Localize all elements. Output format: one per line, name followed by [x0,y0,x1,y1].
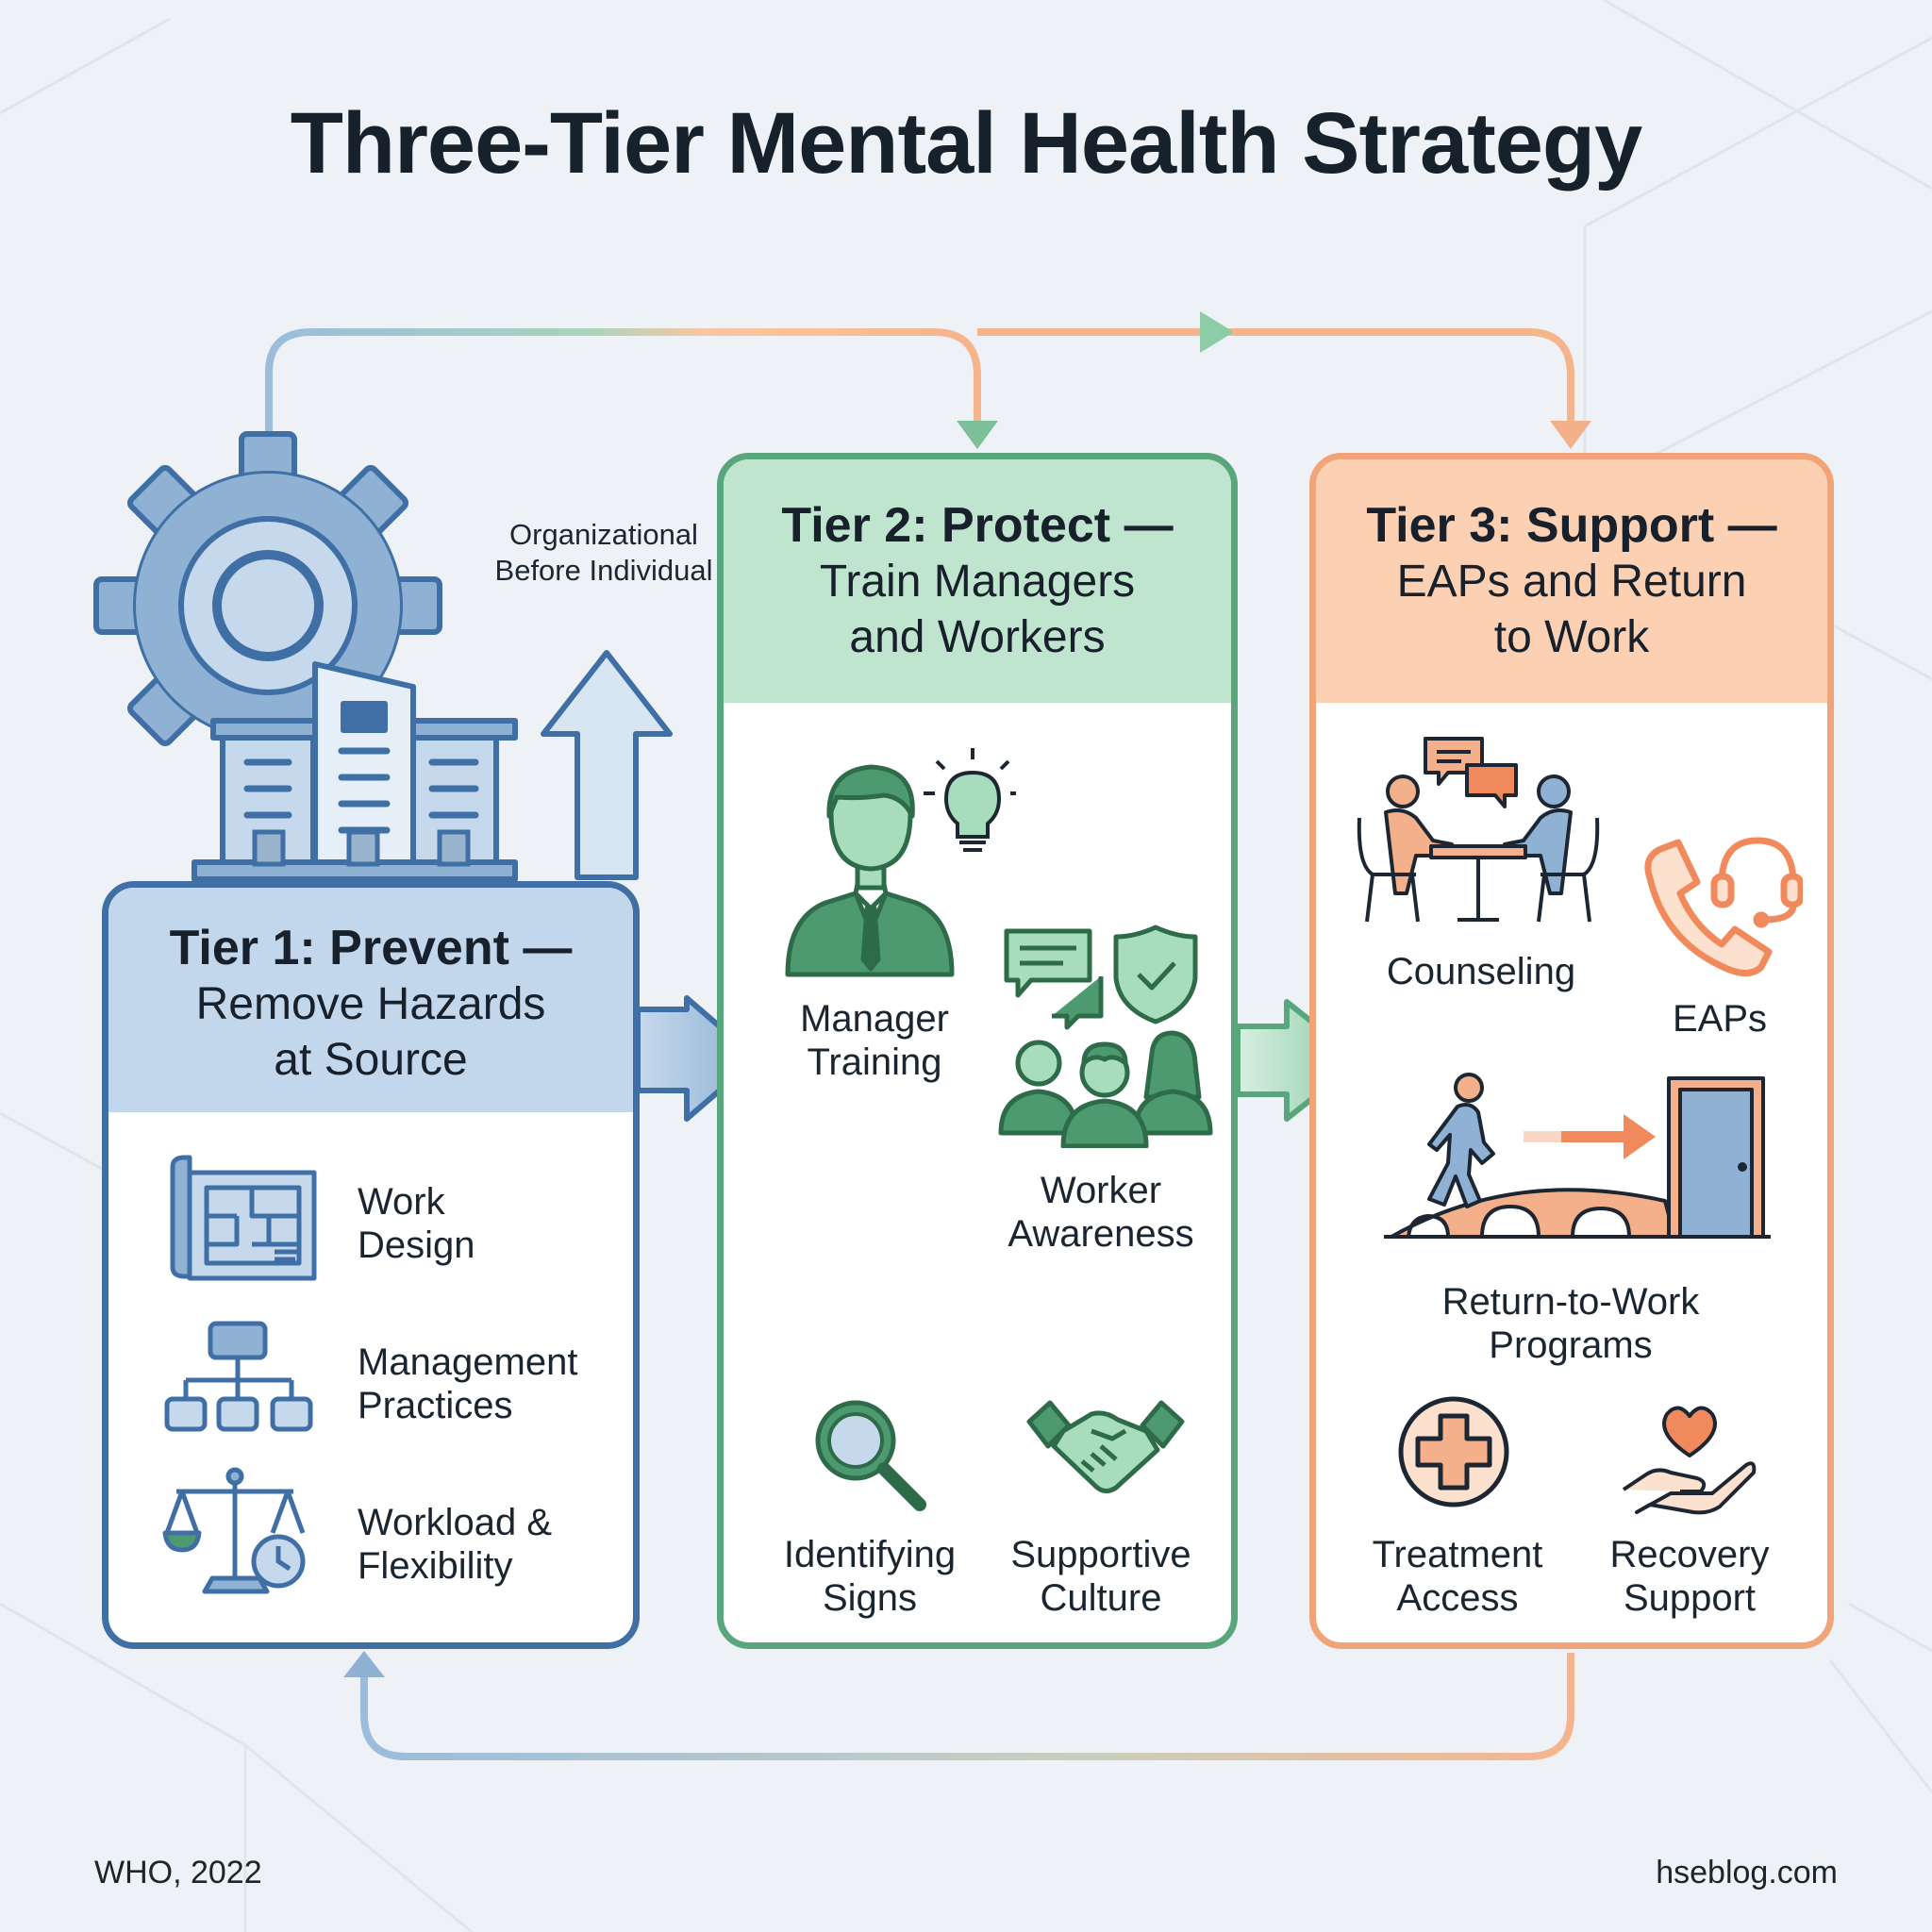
tier-2-card: Tier 2: Protect — Train Managers and Wor… [717,453,1238,1649]
tier-3-item-eaps: EAPs [1672,998,1768,1040]
org-chart-icon [164,1321,313,1432]
footer-site: hseblog.com [1656,1855,1838,1890]
balance-scale-clock-icon [162,1467,306,1594]
tier-1-card: Tier 1: Prevent — Remove Hazards at Sour… [102,881,640,1649]
counseling-table-icon [1357,737,1600,923]
footer-source: WHO, 2022 [94,1855,262,1890]
arrowhead-tier2 [957,421,998,449]
bridge-door-icon [1384,1073,1771,1239]
tier-1-item-work-design: Work Design [358,1181,475,1266]
side-label: Organizational Before Individual [494,518,713,587]
tier-3-item-treatment-access: Treatment Access [1372,1534,1543,1619]
manager-lightbulb-icon [785,748,1016,977]
tier-3-header: Tier 3: Support — EAPs and Return to Wor… [1316,459,1827,703]
tier-3-item-counseling: Counseling [1386,951,1576,992]
tier-2-item-identifying-signs: Identifying Signs [783,1534,957,1619]
handshake-icon [1026,1400,1185,1493]
tier-3-card: Tier 3: Support — EAPs and Return to Wor… [1309,453,1834,1649]
up-arrow [541,650,673,880]
medical-cross-icon [1398,1396,1509,1507]
tier-3-heading: Tier 3: Support — [1366,498,1777,553]
tier-2-item-worker-awareness: Worker Awareness [1008,1170,1194,1255]
tier-1-header: Tier 1: Prevent — Remove Hazards at Sour… [108,888,633,1112]
arrowhead-tier1 [343,1651,385,1677]
top-loop-connector [265,328,981,443]
arrowhead-top-mid [1200,311,1234,353]
tier-1-heading: Tier 1: Prevent — [169,921,573,975]
tier-2-heading: Tier 2: Protect — [781,498,1174,553]
phone-headset-icon [1644,837,1803,976]
bottom-loop-connector [360,1653,1574,1760]
workers-chat-shield-icon [998,924,1213,1148]
gear-building-icon [93,431,518,882]
heart-hand-icon [1622,1406,1757,1515]
tier-2-header: Tier 2: Protect — Train Managers and Wor… [724,459,1231,703]
arrowhead-tier3 [1550,421,1591,449]
tier-3-item-recovery-support: Recovery Support [1609,1534,1770,1619]
tier-1-item-workload-flexibility: Workload & Flexibility [358,1502,553,1587]
tier-2-item-supportive-culture: Supportive Culture [1010,1534,1191,1619]
tier-3-item-return-to-work: Return-to-Work Programs [1441,1281,1700,1366]
tier-2-subheading: Train Managers and Workers [819,557,1136,662]
tier-2-item-manager-training: Manager Training [800,998,949,1083]
tier-3-subheading: EAPs and Return to Work [1396,557,1747,662]
tier-1-item-management-practices: Management Practices [358,1341,578,1426]
tier-1-subheading: Remove Hazards at Source [195,979,546,1085]
page-title: Three-Tier Mental Health Strategy [290,95,1643,192]
magnifier-icon [815,1400,926,1511]
blueprint-icon [170,1155,317,1281]
